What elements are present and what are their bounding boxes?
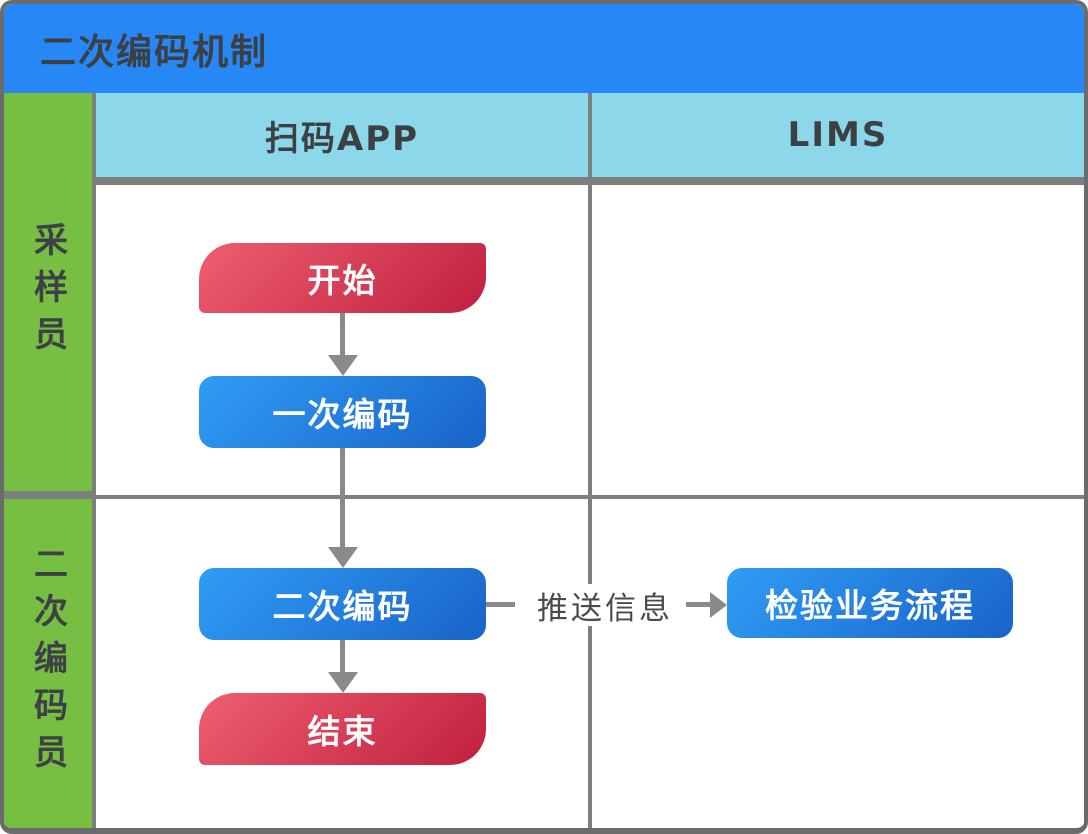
- lane-label-secondary-coder: 二次编码员: [27, 546, 68, 781]
- title-bar: 二次编码机制: [4, 4, 1084, 93]
- edge-label-push-info: 推送信息: [515, 584, 695, 627]
- edge-secondary-to-end: [340, 640, 345, 673]
- edge-secondary-to-inspection-stub: [486, 602, 515, 607]
- flow-node-inspection-business-process: 检验业务流程: [727, 568, 1013, 638]
- edge-start-to-primary: [340, 313, 345, 356]
- column-header-scan-app-label: 扫码APP: [264, 118, 420, 159]
- cell-secondary-coder-lims: [592, 499, 1084, 828]
- flow-node-secondary-encoding: 二次编码: [199, 568, 486, 640]
- flow-node-start-label: 开始: [307, 261, 378, 300]
- swimlane-grid: 采样员 二次编码员 扫码APP LIMS: [4, 93, 1084, 828]
- lane-label-sampler: 采样员: [27, 221, 68, 363]
- flow-node-end: 结束: [199, 693, 486, 765]
- flow-node-secondary-encoding-label: 二次编码: [272, 587, 413, 626]
- flow-node-primary-encoding: 一次编码: [199, 376, 486, 448]
- arrow-down-icon: [328, 672, 358, 693]
- flow-node-start: 开始: [199, 243, 486, 313]
- cell-sampler-lims: [592, 185, 1084, 495]
- edge-label-push-info-text: 推送信息: [537, 590, 673, 627]
- page-title: 二次编码机制: [40, 31, 269, 73]
- arrow-down-icon: [328, 547, 358, 568]
- arrow-down-icon: [328, 355, 358, 376]
- edge-secondary-to-inspection-line: [686, 602, 712, 607]
- column-header-lims: LIMS: [592, 93, 1084, 177]
- arrow-right-icon: [710, 592, 727, 618]
- edge-primary-to-secondary: [340, 448, 345, 548]
- lane-row-sampler: 采样员: [4, 93, 92, 491]
- flow-node-end-label: 结束: [307, 712, 378, 751]
- lane-row-secondary-coder: 二次编码员: [4, 499, 92, 828]
- flow-node-inspection-business-process-label: 检验业务流程: [765, 586, 975, 625]
- flow-node-primary-encoding-label: 一次编码: [272, 395, 413, 434]
- column-header-lims-label: LIMS: [787, 115, 889, 155]
- column-header-scan-app: 扫码APP: [96, 93, 588, 177]
